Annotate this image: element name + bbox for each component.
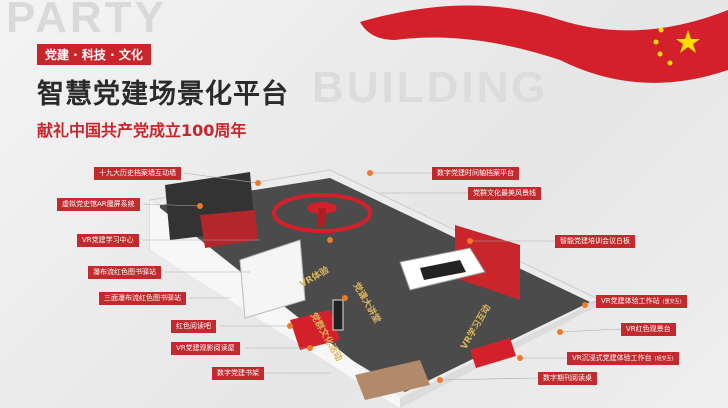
callout-label: 智能党建培训会议白板 [555, 235, 635, 248]
page-title: 智慧党建场景化平台 [37, 79, 289, 110]
tagline-badge: 党建 · 科技 · 文化 [37, 44, 151, 65]
callout-label: 党群文化最美风景线 [468, 187, 541, 200]
callout-label: VR党建体验工作站(重交互) [596, 295, 687, 308]
callout-label: VR党建观影阅读屋 [171, 342, 240, 355]
watermark-building: BUILDING [312, 63, 549, 112]
callout-text: VR党建体验工作站 [601, 297, 660, 305]
callout-text: 智能党建培训会议白板 [560, 237, 630, 245]
callout-label: 数字党建时间轴档案平台 [432, 167, 519, 180]
callout-note: (轻交互) [654, 356, 674, 362]
callout-text: VR红色观景台 [626, 325, 671, 333]
watermark-party: PARTY [6, 0, 167, 42]
callout-label: 瀑布流红色图书驿站 [88, 266, 161, 279]
flag-icon [360, 5, 728, 83]
callout-label: VR沉浸式党建体验工作台(轻交互) [567, 352, 679, 365]
callout-label: 三面瀑布流红色图书驿站 [99, 292, 186, 305]
callout-label: 虚拟党史馆AR魔屏系统 [57, 198, 140, 211]
stars-icon [653, 27, 700, 66]
callout-note: (重交互) [662, 299, 682, 305]
callout-text: 党群文化最美风景线 [473, 189, 536, 197]
callout-label: VR红色观景台 [621, 323, 676, 336]
callout-label: 红色阅读吧 [171, 320, 216, 333]
callout-text: 数字党建时间轴档案平台 [437, 169, 514, 177]
callout-label: 十九大历史档案墙互动墙 [94, 167, 181, 180]
callout-label: 数字党建书架 [212, 367, 264, 380]
page-subtitle: 献礼中国共产党成立100周年 [37, 121, 247, 140]
callout-label: VR党建学习中心 [77, 234, 139, 247]
callout-text: 数字期刊阅读桌 [543, 374, 592, 382]
callout-text: VR沉浸式党建体验工作台 [572, 354, 652, 362]
callout-label: 数字期刊阅读桌 [538, 372, 597, 385]
